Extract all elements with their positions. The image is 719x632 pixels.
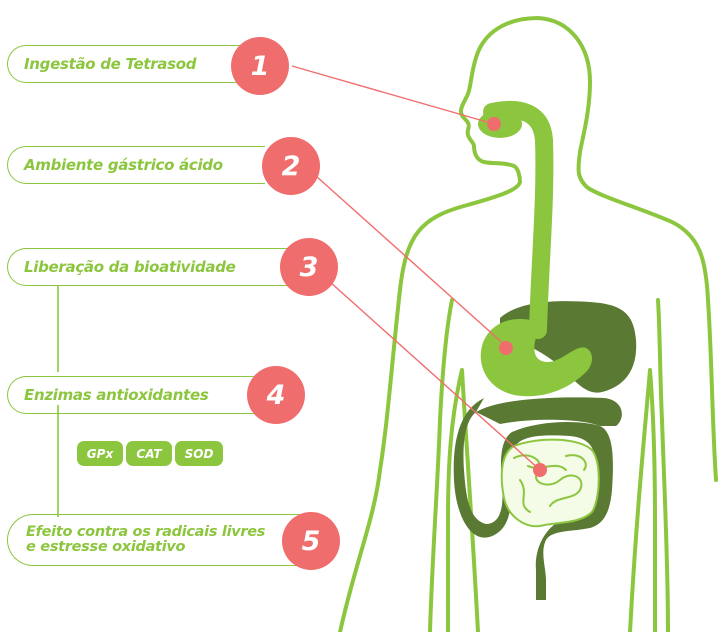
step-5-badge: 5 bbox=[282, 512, 340, 570]
enzyme-cat-label: CAT bbox=[136, 447, 161, 461]
large-intestine-top bbox=[476, 397, 622, 426]
step-4-pill: Enzimas antioxidantes bbox=[7, 376, 265, 414]
step-2-pill: Ambiente gástrico ácido bbox=[7, 146, 265, 184]
enzyme-tag-gpx: GPx bbox=[77, 441, 123, 466]
step-3-label: Liberação da bioatividade bbox=[24, 258, 236, 276]
step-1-number: 1 bbox=[251, 51, 270, 82]
step-1-label: Ingestão de Tetrasod bbox=[24, 55, 196, 73]
target-dot-stomach bbox=[499, 341, 513, 355]
step-5-number: 5 bbox=[302, 526, 321, 557]
connector-1 bbox=[292, 66, 494, 124]
step-4-label: Enzimas antioxidantes bbox=[24, 386, 208, 404]
step-5-pill: Efeito contra os radicais livres e estre… bbox=[7, 514, 305, 566]
step-2-number: 2 bbox=[282, 151, 301, 182]
enzyme-tag-cat: CAT bbox=[126, 441, 172, 466]
target-dot-mouth bbox=[487, 117, 501, 131]
small-intestine-icon bbox=[502, 440, 599, 527]
step-3-number: 3 bbox=[300, 252, 319, 283]
enzyme-tag-sod: SOD bbox=[175, 441, 223, 466]
step-1-badge: 1 bbox=[231, 37, 289, 95]
step-3-pill: Liberação da bioatividade bbox=[7, 248, 289, 286]
step-5-label: Efeito contra os radicais livres e estre… bbox=[26, 525, 266, 555]
target-dot-intestine bbox=[533, 463, 547, 477]
esophagus-icon bbox=[492, 110, 544, 330]
enzyme-gpx-label: GPx bbox=[87, 447, 113, 461]
step-1-pill: Ingestão de Tetrasod bbox=[7, 45, 243, 83]
step-2-label: Ambiente gástrico ácido bbox=[24, 156, 223, 174]
step-4-number: 4 bbox=[267, 380, 286, 411]
inner-arm-right bbox=[658, 300, 668, 632]
step-4-badge: 4 bbox=[247, 366, 305, 424]
enzyme-sod-label: SOD bbox=[185, 447, 214, 461]
step-2-badge: 2 bbox=[262, 137, 320, 195]
step-3-badge: 3 bbox=[280, 238, 338, 296]
